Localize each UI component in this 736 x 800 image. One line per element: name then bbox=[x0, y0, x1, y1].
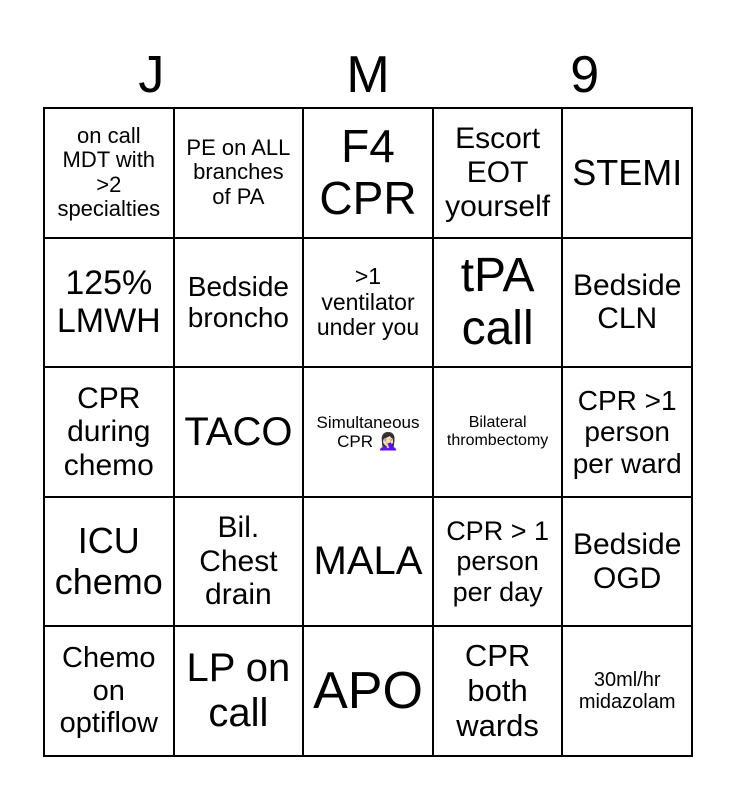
bingo-cell-text: PE on ALL branches of PA bbox=[186, 134, 291, 210]
bingo-cell-text: CPR > 1 person per day bbox=[446, 516, 549, 607]
bingo-cell-text: tPA call bbox=[460, 248, 535, 356]
bingo-cell-text: Bedside CLN bbox=[572, 268, 682, 336]
bingo-cell[interactable]: 30ml/hr midazolam bbox=[562, 626, 692, 756]
header-letter: 9 bbox=[570, 46, 600, 104]
bingo-cell[interactable]: Bedside OGD bbox=[562, 496, 692, 627]
bingo-cell[interactable]: Escort EOT yourself bbox=[432, 108, 563, 238]
bingo-cell[interactable]: Bedside CLN bbox=[562, 237, 692, 368]
bingo-cell[interactable]: Chemo on optiflow bbox=[44, 626, 174, 756]
bingo-cell-text: Bedside broncho bbox=[187, 271, 289, 334]
bingo-cell[interactable]: CPR during chemo bbox=[44, 367, 174, 497]
bingo-cell[interactable]: Simultaneous CPR 🤦🏻‍♀️ bbox=[303, 367, 433, 497]
bingo-cell[interactable]: Bilateral thrombectomy bbox=[432, 367, 563, 497]
bingo-cell[interactable]: CPR both wards bbox=[432, 626, 563, 756]
bingo-cell[interactable]: PE on ALL branches of PA bbox=[173, 108, 304, 238]
bingo-cell-text: ICU chemo bbox=[54, 520, 163, 602]
bingo-cell-text: 125% LMWH bbox=[56, 264, 161, 341]
bingo-cell[interactable]: APO bbox=[303, 626, 433, 756]
bingo-cell-text: TACO bbox=[184, 409, 293, 454]
bingo-cell-text: on call MDT with >2 specialties bbox=[57, 122, 161, 222]
bingo-cell-text: Bil. Chest drain bbox=[199, 511, 278, 612]
header-letter: J bbox=[138, 46, 165, 104]
bingo-cell-text: MALA bbox=[313, 539, 423, 584]
bingo-cell[interactable]: tPA call bbox=[432, 237, 563, 368]
bingo-cell-text: CPR both wards bbox=[456, 638, 539, 743]
bingo-cell[interactable]: >1 ventilator under you bbox=[303, 237, 433, 368]
bingo-cell[interactable]: ICU chemo bbox=[44, 496, 174, 627]
bingo-cell-text: LP on call bbox=[186, 646, 291, 736]
bingo-cell-text: F4 CPR bbox=[319, 120, 417, 224]
bingo-cell[interactable]: CPR >1 person per ward bbox=[562, 367, 692, 497]
bingo-cell[interactable]: on call MDT with >2 specialties bbox=[44, 108, 174, 238]
bingo-cell-text: APO bbox=[313, 662, 423, 721]
bingo-cell[interactable]: LP on call bbox=[173, 626, 304, 756]
bingo-cell-text: Bilateral thrombectomy bbox=[446, 414, 549, 449]
bingo-cell-text: Escort EOT yourself bbox=[445, 122, 551, 223]
card-header: J M 9 bbox=[43, 44, 693, 106]
bingo-grid: on call MDT with >2 specialties PE on ALL… bbox=[43, 107, 693, 757]
bingo-cell-text: >1 ventilator under you bbox=[316, 262, 420, 341]
bingo-cell-text: Bedside OGD bbox=[572, 528, 682, 595]
bingo-cell-text: Simultaneous CPR 🤦🏻‍♀️ bbox=[316, 412, 420, 451]
bingo-cell[interactable]: TACO bbox=[173, 367, 304, 497]
bingo-cell[interactable]: F4 CPR bbox=[303, 108, 433, 238]
bingo-cell[interactable]: Bedside broncho bbox=[173, 237, 304, 368]
bingo-cell[interactable]: Bil. Chest drain bbox=[173, 496, 304, 627]
bingo-cell-text: CPR during chemo bbox=[63, 381, 154, 482]
bingo-cell[interactable]: 125% LMWH bbox=[44, 237, 174, 368]
bingo-cell-text: 30ml/hr midazolam bbox=[578, 668, 676, 714]
bingo-cell-text: CPR >1 person per ward bbox=[572, 384, 682, 479]
header-letter: M bbox=[346, 46, 390, 104]
bingo-cell[interactable]: MALA bbox=[303, 496, 433, 627]
bingo-cell-text: Chemo on optiflow bbox=[59, 642, 158, 740]
bingo-cell-text: STEMI bbox=[572, 151, 683, 193]
bingo-cell[interactable]: STEMI bbox=[562, 108, 692, 238]
bingo-cell[interactable]: CPR > 1 person per day bbox=[432, 496, 563, 627]
